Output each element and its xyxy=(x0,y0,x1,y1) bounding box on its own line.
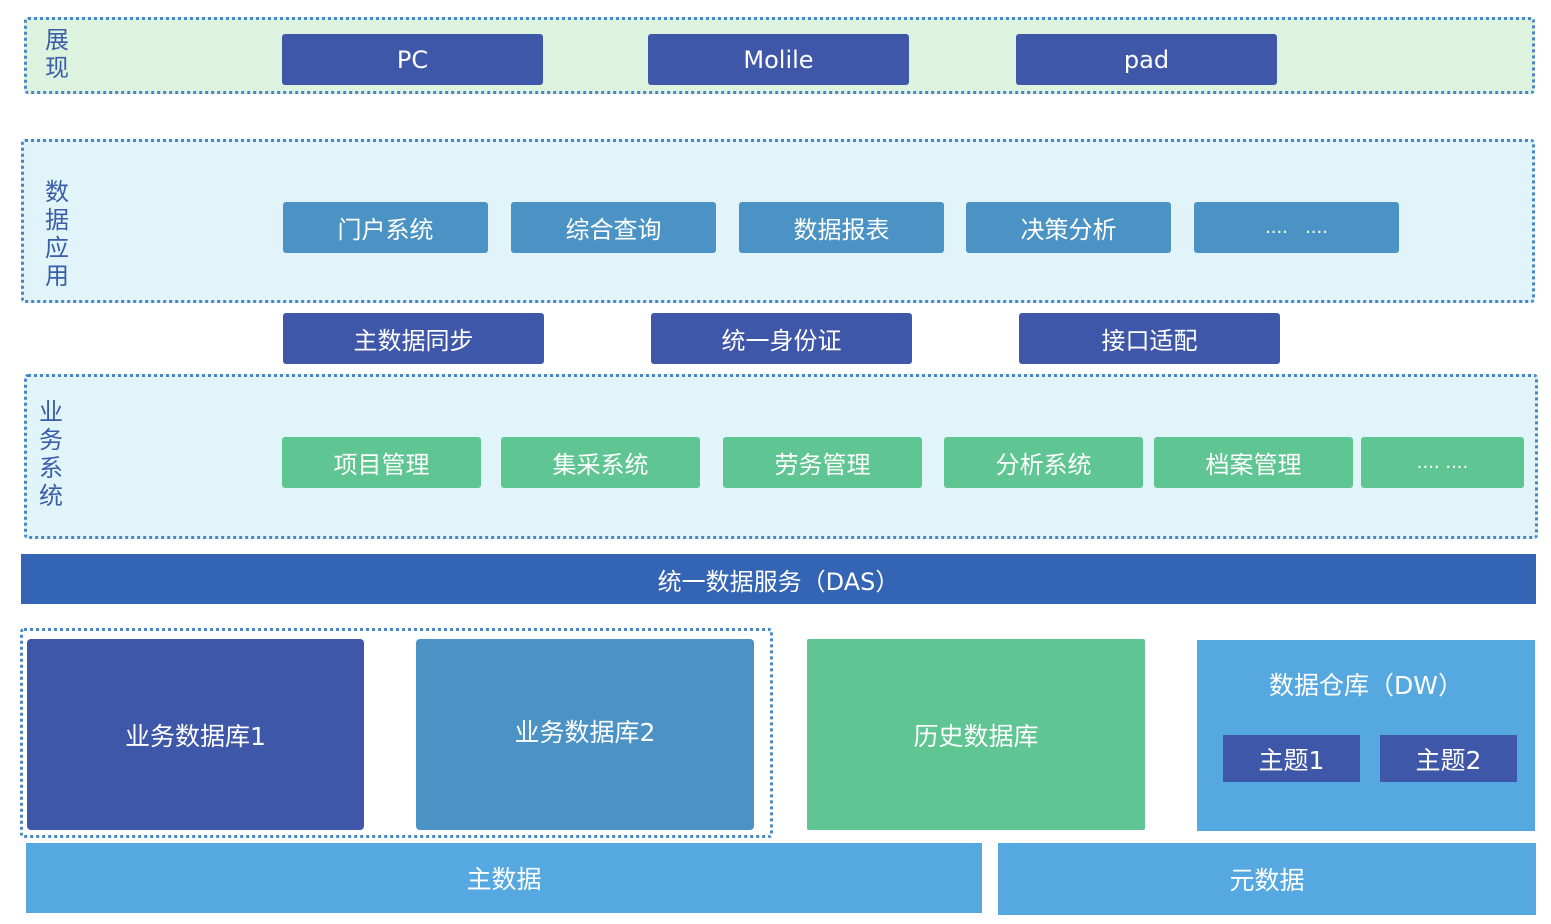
business-db-group xyxy=(20,628,773,838)
business-item-project[interactable]: 项目管理 xyxy=(282,437,481,488)
dw-topic-2[interactable]: 主题2 xyxy=(1380,735,1517,782)
history-db[interactable]: 历史数据库 xyxy=(807,639,1145,830)
data-app-layer-label: 数 据 应 用 xyxy=(45,178,69,290)
dw-topic-1[interactable]: 主题1 xyxy=(1223,735,1360,782)
middleware-item-identity[interactable]: 统一身份证 xyxy=(651,313,912,364)
data-app-item-more[interactable]: .... .... xyxy=(1194,202,1399,253)
biz-db2[interactable]: 业务数据库2 xyxy=(416,639,754,830)
presentation-item-pc[interactable]: PC xyxy=(282,34,543,85)
data-app-item-decision[interactable]: 决策分析 xyxy=(966,202,1171,253)
middleware-item-master-sync[interactable]: 主数据同步 xyxy=(283,313,544,364)
business-layer-label: 业 务 系 统 xyxy=(39,398,63,510)
business-item-labor[interactable]: 劳务管理 xyxy=(723,437,922,488)
data-app-item-query[interactable]: 综合查询 xyxy=(511,202,716,253)
business-item-procurement[interactable]: 集采系统 xyxy=(501,437,700,488)
middleware-item-interface[interactable]: 接口适配 xyxy=(1019,313,1280,364)
data-warehouse-title: 数据仓库（DW） xyxy=(1269,671,1463,700)
data-app-item-portal[interactable]: 门户系统 xyxy=(283,202,488,253)
business-item-more[interactable]: .... .... xyxy=(1361,437,1524,488)
presentation-item-mobile[interactable]: Molile xyxy=(648,34,909,85)
business-item-analysis[interactable]: 分析系统 xyxy=(944,437,1143,488)
presentation-layer-label: 展 现 xyxy=(45,26,69,82)
meta-data[interactable]: 元数据 xyxy=(998,843,1536,915)
business-item-archive[interactable]: 档案管理 xyxy=(1154,437,1353,488)
data-app-item-report[interactable]: 数据报表 xyxy=(739,202,944,253)
das-bar[interactable]: 统一数据服务（DAS） xyxy=(21,554,1536,604)
biz-db1[interactable]: 业务数据库1 xyxy=(27,639,364,830)
presentation-item-pad[interactable]: pad xyxy=(1016,34,1277,85)
master-data[interactable]: 主数据 xyxy=(26,843,982,913)
